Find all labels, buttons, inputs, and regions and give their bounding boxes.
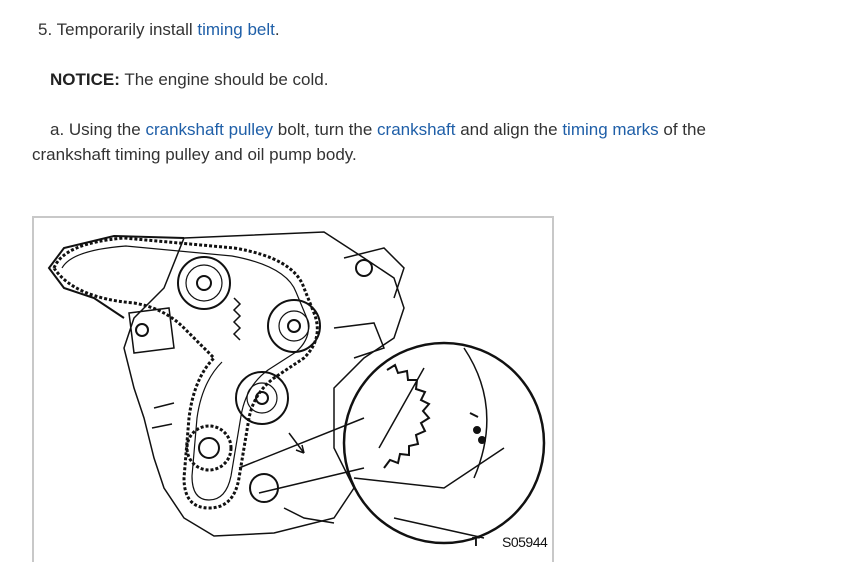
engine-illustration: [47, 231, 546, 545]
step-heading: 5. Temporarily install timing belt.: [38, 18, 280, 42]
notice-label: NOTICE:: [50, 70, 120, 89]
crankshaft-link[interactable]: crankshaft: [377, 120, 456, 139]
crankshaft-pulley-link[interactable]: crankshaft pulley: [145, 120, 274, 139]
instruction-line-2: crankshaft timing pulley and oil pump bo…: [32, 145, 357, 164]
step-text: Temporarily install: [56, 20, 193, 39]
instruction-mid-2: and align the: [460, 120, 558, 139]
instruction-mid-3: of the: [663, 120, 706, 139]
notice-text: The engine should be cold.: [124, 70, 329, 89]
instruction-mid-1: bolt, turn the: [277, 120, 373, 139]
notice: NOTICE: The engine should be cold.: [50, 68, 328, 92]
instruction-line-1: a. Using the crankshaft pulley bolt, tur…: [50, 118, 706, 142]
figure-code: S05944: [502, 534, 548, 550]
figure-tag: T: [472, 534, 480, 549]
step-period: .: [274, 20, 280, 39]
timing-marks-link[interactable]: timing marks: [562, 120, 659, 139]
timing-belt-link[interactable]: timing belt: [197, 20, 275, 39]
instruction-prefix: a. Using the: [50, 120, 141, 139]
timing-belt-diagram: T S05944: [32, 216, 554, 562]
step-number: 5.: [38, 20, 53, 39]
